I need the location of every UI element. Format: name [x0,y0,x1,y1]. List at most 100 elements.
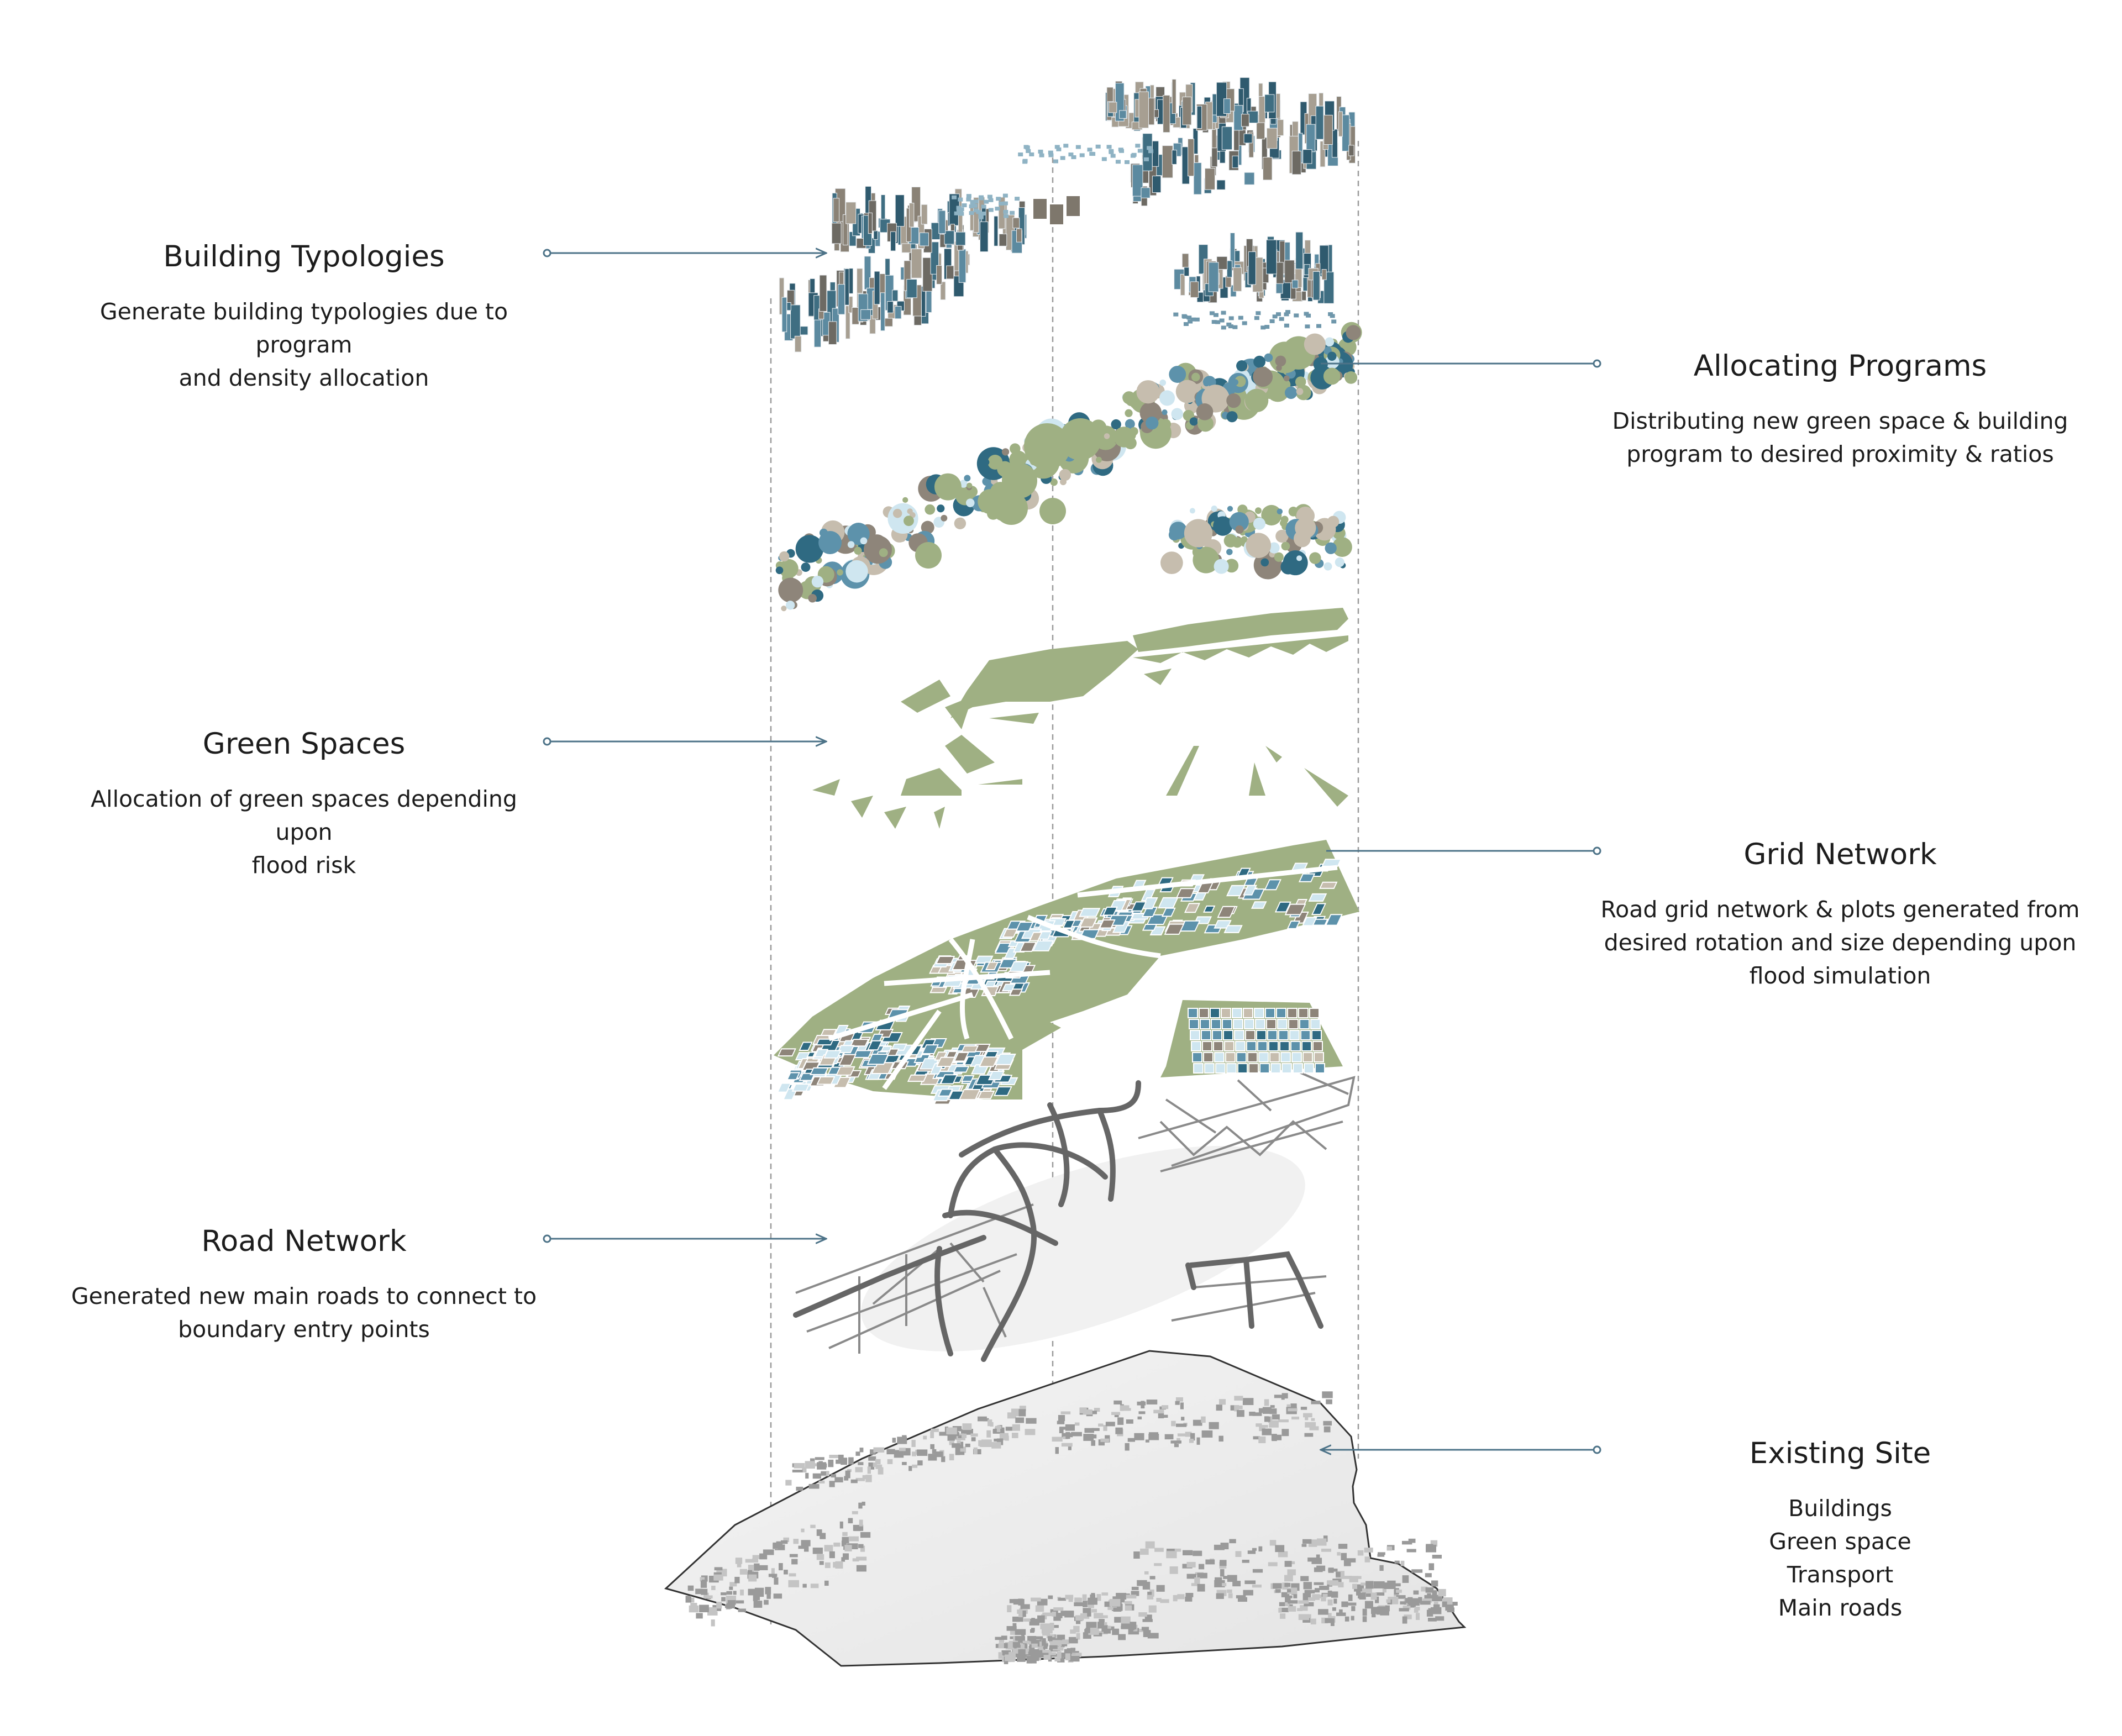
building-block-small [1068,152,1074,157]
green-space-fragment [1166,746,1199,796]
grid-plot [1232,1008,1242,1018]
grid-plot [921,1044,939,1055]
site-building [1414,1609,1419,1613]
building-block-small [984,199,989,204]
site-building [805,1472,809,1479]
building-block-small [1186,315,1192,320]
program-bubble [1309,552,1321,564]
site-building [753,1594,758,1601]
main-roads [793,1080,1323,1362]
building-block [1188,138,1195,177]
site-building [1153,1409,1164,1414]
grid-plot [1099,919,1116,929]
program-bubble [837,569,843,576]
label-building-typologies: Building Typologies Generate building ty… [61,238,547,394]
site-building [699,1605,709,1613]
building-block [884,318,893,327]
site-building [1352,1584,1357,1589]
grid-plot [1299,1019,1310,1029]
site-building [1264,1399,1269,1406]
building-block [1181,253,1189,268]
site-building [1074,1597,1081,1603]
building-block [980,221,989,252]
site-building [1428,1563,1435,1570]
program-bubble [1160,551,1183,574]
site-building [1075,1615,1084,1621]
site-building [995,1644,1000,1648]
site-building [1087,1612,1091,1617]
building-block [922,257,933,292]
site-building [736,1600,744,1604]
main-road [948,1142,1108,1218]
site-building [1017,1609,1028,1614]
building-block-small [1109,150,1114,154]
site-building [955,1447,960,1455]
grid-plot [1212,1030,1222,1040]
grid-plot [810,1067,829,1075]
program-bubble [1146,416,1159,430]
site-building [941,1456,946,1463]
site-building [701,1588,708,1595]
site-building [1413,1590,1419,1595]
grid-plot [1315,1063,1325,1074]
building-block-small [1029,152,1034,156]
site-building [759,1553,768,1560]
building-block-small [1101,157,1107,161]
site-building [1031,1639,1037,1644]
grid-plot [1079,917,1098,928]
site-building [1083,1409,1092,1415]
site-building [1125,1605,1132,1611]
site-building [1040,1623,1051,1629]
site-building [1338,1544,1348,1549]
grid-plot [1279,1041,1290,1051]
site-building [1029,1618,1039,1625]
building-block [938,210,946,234]
building-block-small [1075,145,1081,149]
grid-plot [1221,1008,1231,1018]
building-block-small [956,206,962,210]
site-building [1327,1580,1338,1585]
site-building [792,1469,803,1472]
building-block [1162,145,1173,178]
site-building [894,1450,904,1458]
layer-title: Allocating Programs [1693,349,1987,383]
site-building [753,1601,763,1608]
program-bubble [1275,355,1286,367]
site-building [1288,1595,1293,1598]
site-building [870,1449,876,1455]
program-bubble-large [1024,423,1070,470]
building-block [1332,129,1338,158]
main-road [959,1080,1141,1158]
site-building [1300,1576,1309,1581]
site-building [1098,1439,1105,1446]
site-building [1414,1607,1420,1611]
site-building [1337,1552,1341,1556]
site-building [978,1416,987,1422]
label-allocating-programs: Allocating Programs Distributing new gre… [1597,347,2083,471]
building-block-small [1130,154,1136,158]
grid-plot [1193,1063,1204,1074]
site-building [1356,1589,1361,1596]
site-building [703,1595,713,1599]
grid-plot [1314,1052,1324,1062]
site-building [1291,1416,1300,1420]
site-building [1298,1614,1310,1621]
building-block-small [1188,319,1193,324]
grid-plot [1204,1063,1215,1074]
site-building [1023,1643,1027,1648]
program-bubble-large [1039,498,1066,524]
building-block-small [981,204,986,209]
program-bubble [1136,380,1160,404]
site-building [1281,1592,1290,1597]
site-building [1043,1645,1048,1649]
site-building [998,1643,1005,1649]
site-building [1015,1636,1023,1641]
building-block-small [1022,160,1028,164]
site-building [1304,1433,1314,1437]
site-building [1197,1584,1205,1592]
grid-plot [1102,906,1118,916]
leader-grid-network [1326,846,1601,855]
site-building [1065,1653,1070,1661]
building-block-small [954,211,959,215]
building-block [1306,124,1316,152]
